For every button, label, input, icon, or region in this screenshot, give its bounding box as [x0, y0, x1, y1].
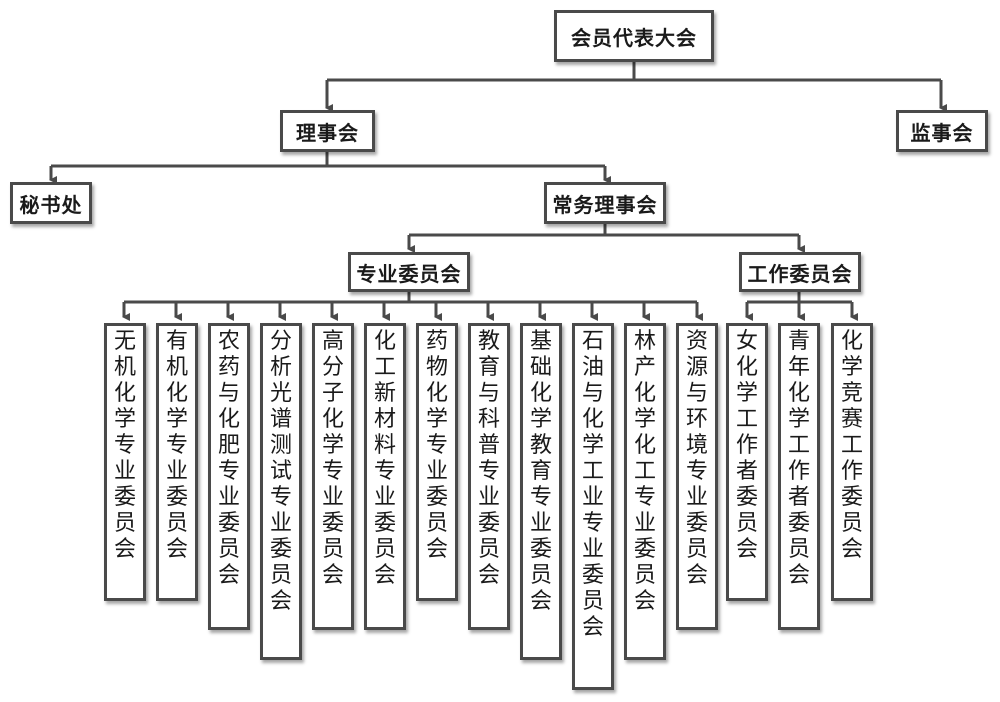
node-label: 工作委员会 — [747, 261, 853, 286]
committee-label: 青年化学工作者委员会 — [787, 329, 810, 588]
committee-inorganic: 无机化学专业委员会 — [104, 323, 146, 601]
committee-label: 分析光谱测试专业委员会 — [269, 329, 292, 614]
committee-label: 林产化学化工专业委员会 — [633, 329, 656, 614]
node-label: 理事会 — [296, 120, 359, 145]
committee-education-outreach: 教育与科普专业委员会 — [468, 323, 510, 630]
committee-forest-chemistry: 林产化学化工专业委员会 — [624, 323, 666, 660]
node-label: 秘书处 — [19, 192, 83, 217]
committee-label: 石油与化学工业专业委员会 — [581, 329, 604, 640]
node-council: 理事会 — [280, 110, 375, 152]
committee-label: 资源与环境专业委员会 — [685, 329, 708, 588]
node-member-congress: 会员代表大会 — [554, 10, 714, 62]
committee-label: 教育与科普专业委员会 — [477, 329, 500, 588]
committee-young-chemists: 青年化学工作者委员会 — [778, 323, 820, 630]
committee-new-materials: 化工新材料专业委员会 — [364, 323, 406, 630]
committee-label: 化工新材料专业委员会 — [373, 329, 396, 588]
node-label: 常务理事会 — [552, 192, 658, 217]
committee-label: 药物化学专业委员会 — [425, 329, 448, 562]
committee-resources-environment: 资源与环境专业委员会 — [676, 323, 718, 630]
node-standing-council: 常务理事会 — [544, 182, 666, 224]
node-label: 专业委员会 — [356, 261, 462, 286]
committee-women-chemists: 女化学工作者委员会 — [726, 323, 768, 601]
committee-label: 女化学工作者委员会 — [735, 329, 758, 562]
node-professional-committee: 专业委员会 — [348, 252, 470, 292]
committee-label: 农药与化肥专业委员会 — [217, 329, 240, 588]
node-working-committee: 工作委员会 — [739, 252, 861, 292]
committee-organic: 有机化学专业委员会 — [156, 323, 198, 601]
committee-spectral-analysis: 分析光谱测试专业委员会 — [260, 323, 302, 660]
node-label: 会员代表大会 — [571, 25, 697, 50]
committee-label: 有机化学专业委员会 — [165, 329, 188, 562]
node-supervisory-board: 监事会 — [896, 110, 988, 152]
committee-label: 无机化学专业委员会 — [113, 329, 136, 562]
committee-polymer: 高分子化学专业委员会 — [312, 323, 354, 630]
committee-petroleum-industry: 石油与化学工业专业委员会 — [572, 323, 614, 690]
committee-label: 基础化学教育专业委员会 — [529, 329, 552, 614]
committee-chemistry-competition: 化学竞赛工作委员会 — [831, 323, 873, 601]
committee-label: 高分子化学专业委员会 — [321, 329, 344, 588]
node-label: 监事会 — [910, 120, 974, 145]
committee-basic-education: 基础化学教育专业委员会 — [520, 323, 562, 660]
committee-medicinal: 药物化学专业委员会 — [416, 323, 458, 601]
committee-label: 化学竞赛工作委员会 — [840, 329, 863, 562]
committee-pesticide-fertilizer: 农药与化肥专业委员会 — [208, 323, 250, 630]
node-secretariat: 秘书处 — [10, 182, 92, 224]
